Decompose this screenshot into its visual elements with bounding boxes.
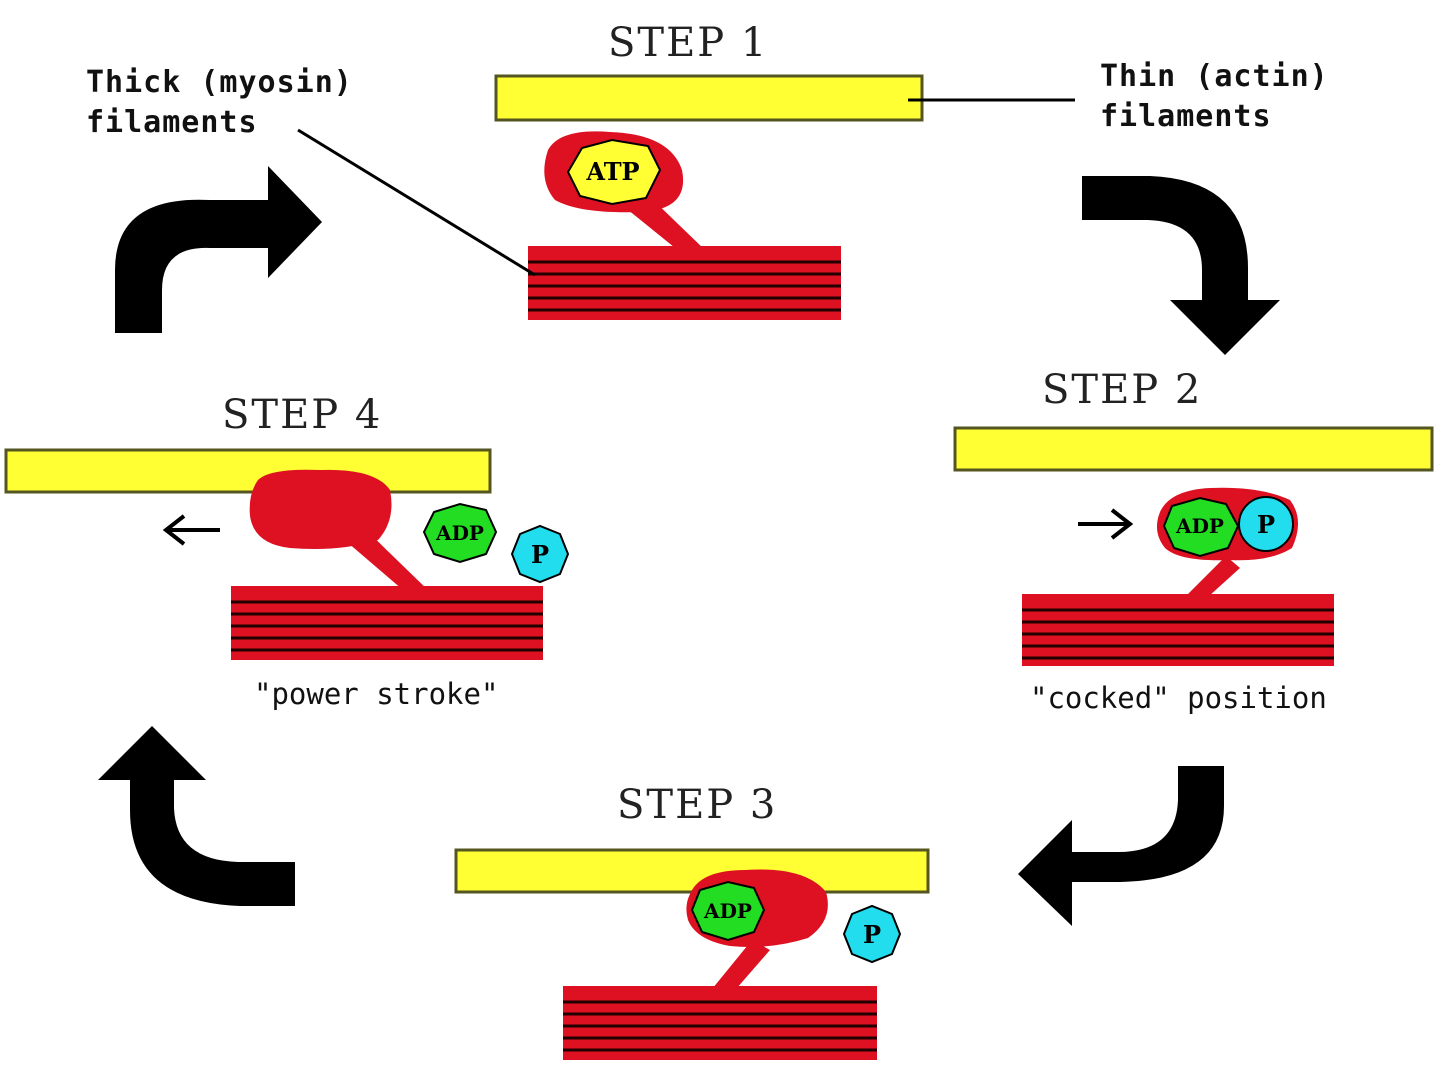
step4-myosin-filament <box>231 586 543 660</box>
step4-caption: "power stroke" <box>254 677 498 711</box>
thick-filament-pointer-line <box>297 128 536 277</box>
step3-phosphate-label: P <box>863 920 881 949</box>
step1-myosin-filament <box>528 246 841 320</box>
step3-adp-molecule <box>690 880 766 942</box>
step2-myosin-neck <box>1178 556 1240 606</box>
step4-title: STEP 4 <box>222 392 382 438</box>
step2-myosin-filament <box>1022 594 1334 666</box>
step2-phosphate-molecule <box>1238 496 1294 552</box>
step3-actin-filament <box>454 848 930 894</box>
step3-myosin-filament <box>563 986 877 1060</box>
step2-caption: "cocked" position <box>1030 681 1327 715</box>
step4-phosphate-label: P <box>531 540 549 569</box>
step3-adp-label: ADP <box>703 899 752 923</box>
thick-filament-label-line2: filaments <box>86 105 258 140</box>
step4-myosin-head <box>249 469 392 549</box>
step2-direction-arrow-icon <box>1078 508 1134 540</box>
step2-title: STEP 2 <box>1042 367 1202 413</box>
step2-adp-molecule <box>1162 496 1240 558</box>
cycle-arrow-step2-to-step3-icon <box>1018 766 1224 926</box>
step4-adp-label: ADP <box>435 521 484 545</box>
step3-phosphate-molecule <box>842 904 902 964</box>
step1-atp-molecule <box>566 138 662 206</box>
thin-filament-label-line2: filaments <box>1100 99 1272 134</box>
step3-myosin-neck <box>708 940 770 996</box>
step2-phosphate-label: P <box>1257 510 1275 539</box>
cycle-arrow-step3-to-step4-icon <box>98 726 295 906</box>
cycle-arrow-step4-to-step1-icon <box>115 166 322 333</box>
thin-filament-label-line1: Thin (actin) <box>1100 59 1329 94</box>
thick-filament-label-line1: Thick (myosin) <box>86 65 353 100</box>
step2-actin-filament <box>953 426 1434 472</box>
step4-direction-arrow-icon <box>162 514 220 546</box>
step4-actin-filament <box>4 448 492 494</box>
step4-phosphate-molecule <box>510 524 570 584</box>
step1-title: STEP 1 <box>608 20 768 66</box>
step3-title: STEP 3 <box>617 782 777 828</box>
step1-atp-label: ATP <box>585 157 639 186</box>
step2-adp-label: ADP <box>1175 514 1224 538</box>
step1-actin-filament <box>494 74 924 122</box>
step4-adp-molecule <box>422 502 498 564</box>
cycle-arrow-step1-to-step2-icon <box>1082 176 1280 355</box>
